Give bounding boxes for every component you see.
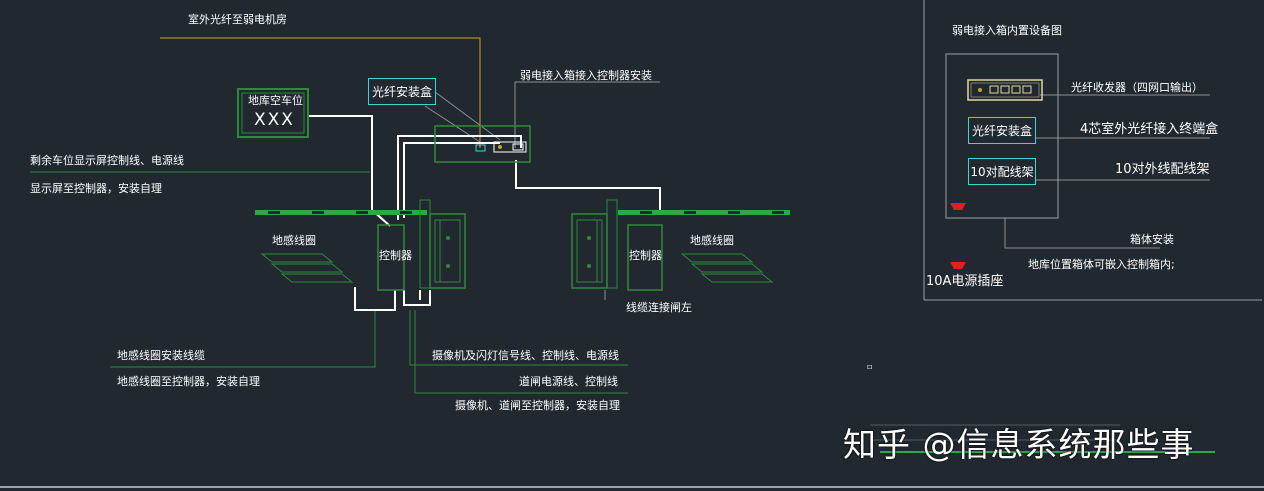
box-note-label: 地库位置箱体可嵌入控制箱内; <box>1028 258 1175 271</box>
parking-display-box <box>237 88 309 138</box>
equipment-panel-frame <box>923 0 1262 301</box>
ethernet-ports <box>989 85 1032 94</box>
box-mount-label: 箱体安装 <box>1130 233 1174 246</box>
controller-right-label: 控制器 <box>629 249 662 262</box>
remain-spaces-label: 剩余车位显示屏控制线、电源线 <box>30 154 184 167</box>
fiber-box-panel: 光纤安装盒 <box>968 117 1036 144</box>
left-gate <box>255 199 466 291</box>
wire-gate-left-label: 线缆连接闸左 <box>626 301 692 314</box>
green-leader-lines <box>30 171 628 394</box>
fiber-route-line <box>160 37 481 148</box>
controller-left-label: 控制器 <box>379 249 412 262</box>
fiber-4core-label: 4芯室外光纤接入终端盒 <box>1080 122 1219 137</box>
small-marker: ㅁ <box>866 363 874 372</box>
terminal-10-box: 10对配线架 <box>968 158 1036 185</box>
camera-gate-ctrl-label: 摄像机、道闸至控制器，安装自理 <box>455 399 620 412</box>
loop-right-label: 地感线圈 <box>690 234 734 247</box>
camera-lines-label: 摄像机及闪灯信号线、控制线、电源线 <box>432 349 619 362</box>
parking-count-label: 地库空车位 <box>248 94 303 107</box>
loop-install-label: 地感线圈安装线缆 <box>117 349 205 362</box>
watermark: 知乎 @信息系统那些事 <box>843 425 1195 464</box>
parking-xxx-label: XXX <box>254 110 295 130</box>
fiber-transceiver-label: 光纤收发器（四网口输出） <box>1071 81 1203 94</box>
loop-left-label: 地感线圈 <box>272 234 316 247</box>
panel-title: 弱电接入箱内置设备图 <box>952 24 1062 37</box>
faint-title-strokes <box>870 424 1120 441</box>
terminal-10-label: 10对外线配线架 <box>1115 162 1210 177</box>
left-ground-loop <box>260 253 354 283</box>
gate-lines-label: 道闸电源线、控制线 <box>519 375 618 388</box>
display-to-ctrl-label: 显示屏至控制器，安装自理 <box>30 182 162 195</box>
red-markers <box>950 203 966 269</box>
weak-electric-box <box>434 125 531 163</box>
right-ground-loop <box>680 253 774 283</box>
weak-box-controller-label: 弱电接入箱接入控制器安装 <box>520 69 652 82</box>
loop-to-ctrl-label: 地感线圈至控制器，安装自理 <box>117 375 260 388</box>
fiber-room-label: 室外光纤至弱电机房 <box>188 13 287 26</box>
fiber-box-top: 光纤安装盒 <box>368 78 436 105</box>
right-gate <box>571 199 790 291</box>
socket-10a-label: 10A电源插座 <box>926 274 1004 289</box>
